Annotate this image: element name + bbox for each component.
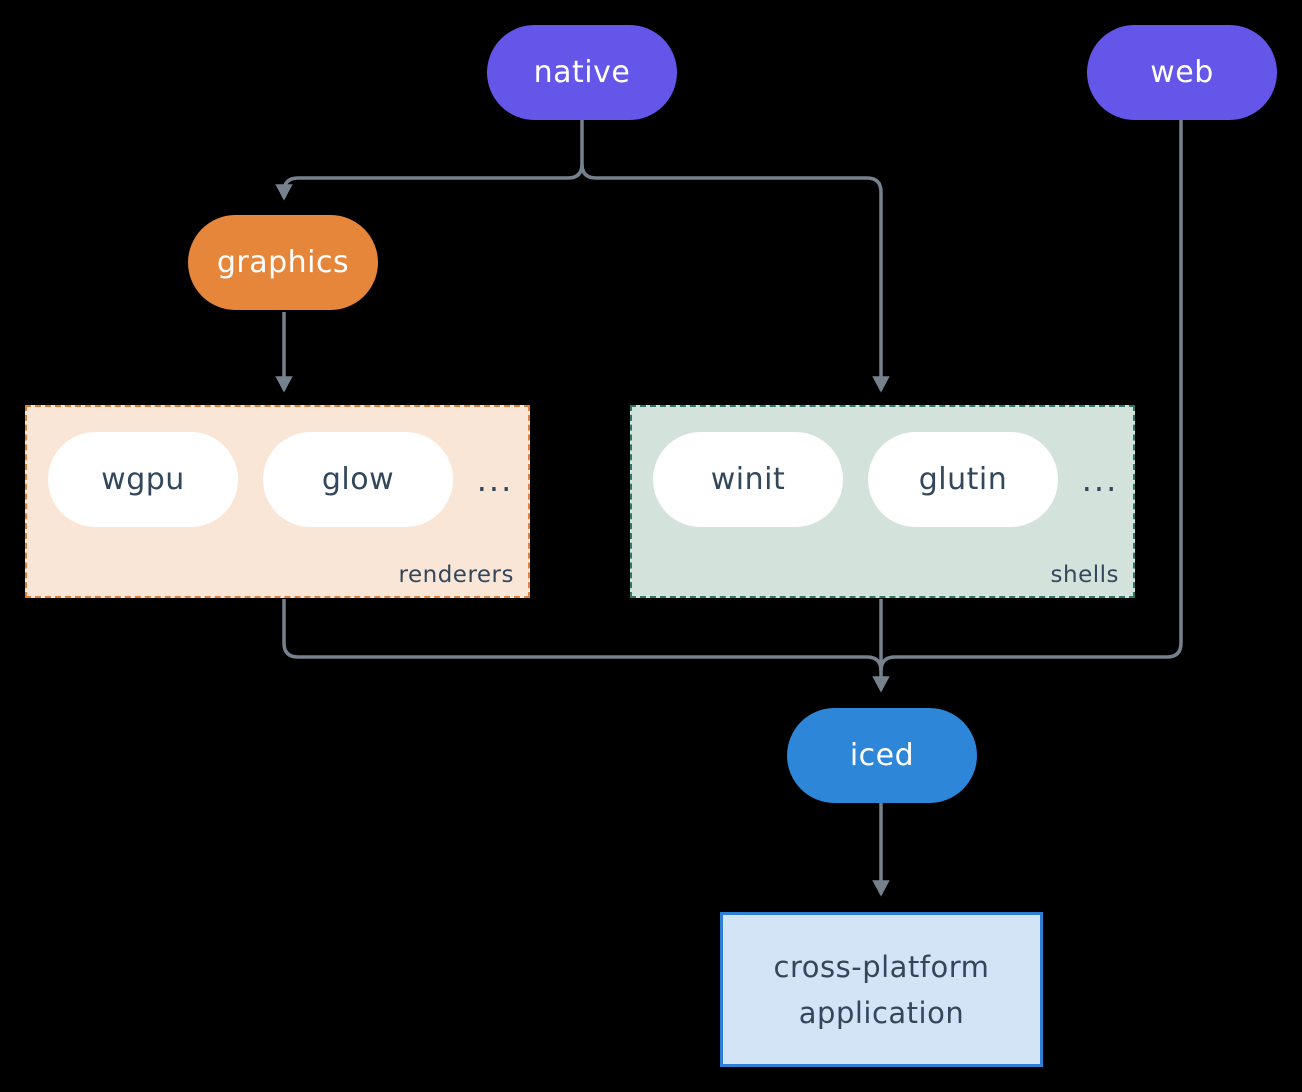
- node-web: web: [1087, 25, 1277, 120]
- node-glow: glow: [263, 432, 453, 527]
- node-graphics: graphics: [188, 215, 378, 310]
- node-winit: winit: [653, 432, 843, 527]
- edge-renderers-bus: [282, 599, 883, 672]
- node-glutin: glutin: [868, 432, 1058, 527]
- shells-ellipsis: ...: [1081, 460, 1119, 499]
- node-wgpu: wgpu: [48, 432, 238, 527]
- edge-native-shells: [580, 163, 890, 393]
- node-iced: iced: [787, 708, 977, 803]
- edge-native-graphics: [275, 119, 584, 201]
- node-native: native: [487, 25, 677, 120]
- group-renderers: wgpu glow ... renderers: [25, 405, 530, 598]
- node-cross-platform-application: cross-platform application: [720, 912, 1043, 1067]
- group-shells: winit glutin ... shells: [630, 405, 1135, 598]
- renderers-group-label: renderers: [398, 562, 514, 588]
- renderers-ellipsis: ...: [476, 460, 514, 499]
- shells-group-label: shells: [1050, 562, 1119, 588]
- app-label-line2: application: [798, 995, 965, 1030]
- app-label-line1: cross-platform: [773, 949, 990, 984]
